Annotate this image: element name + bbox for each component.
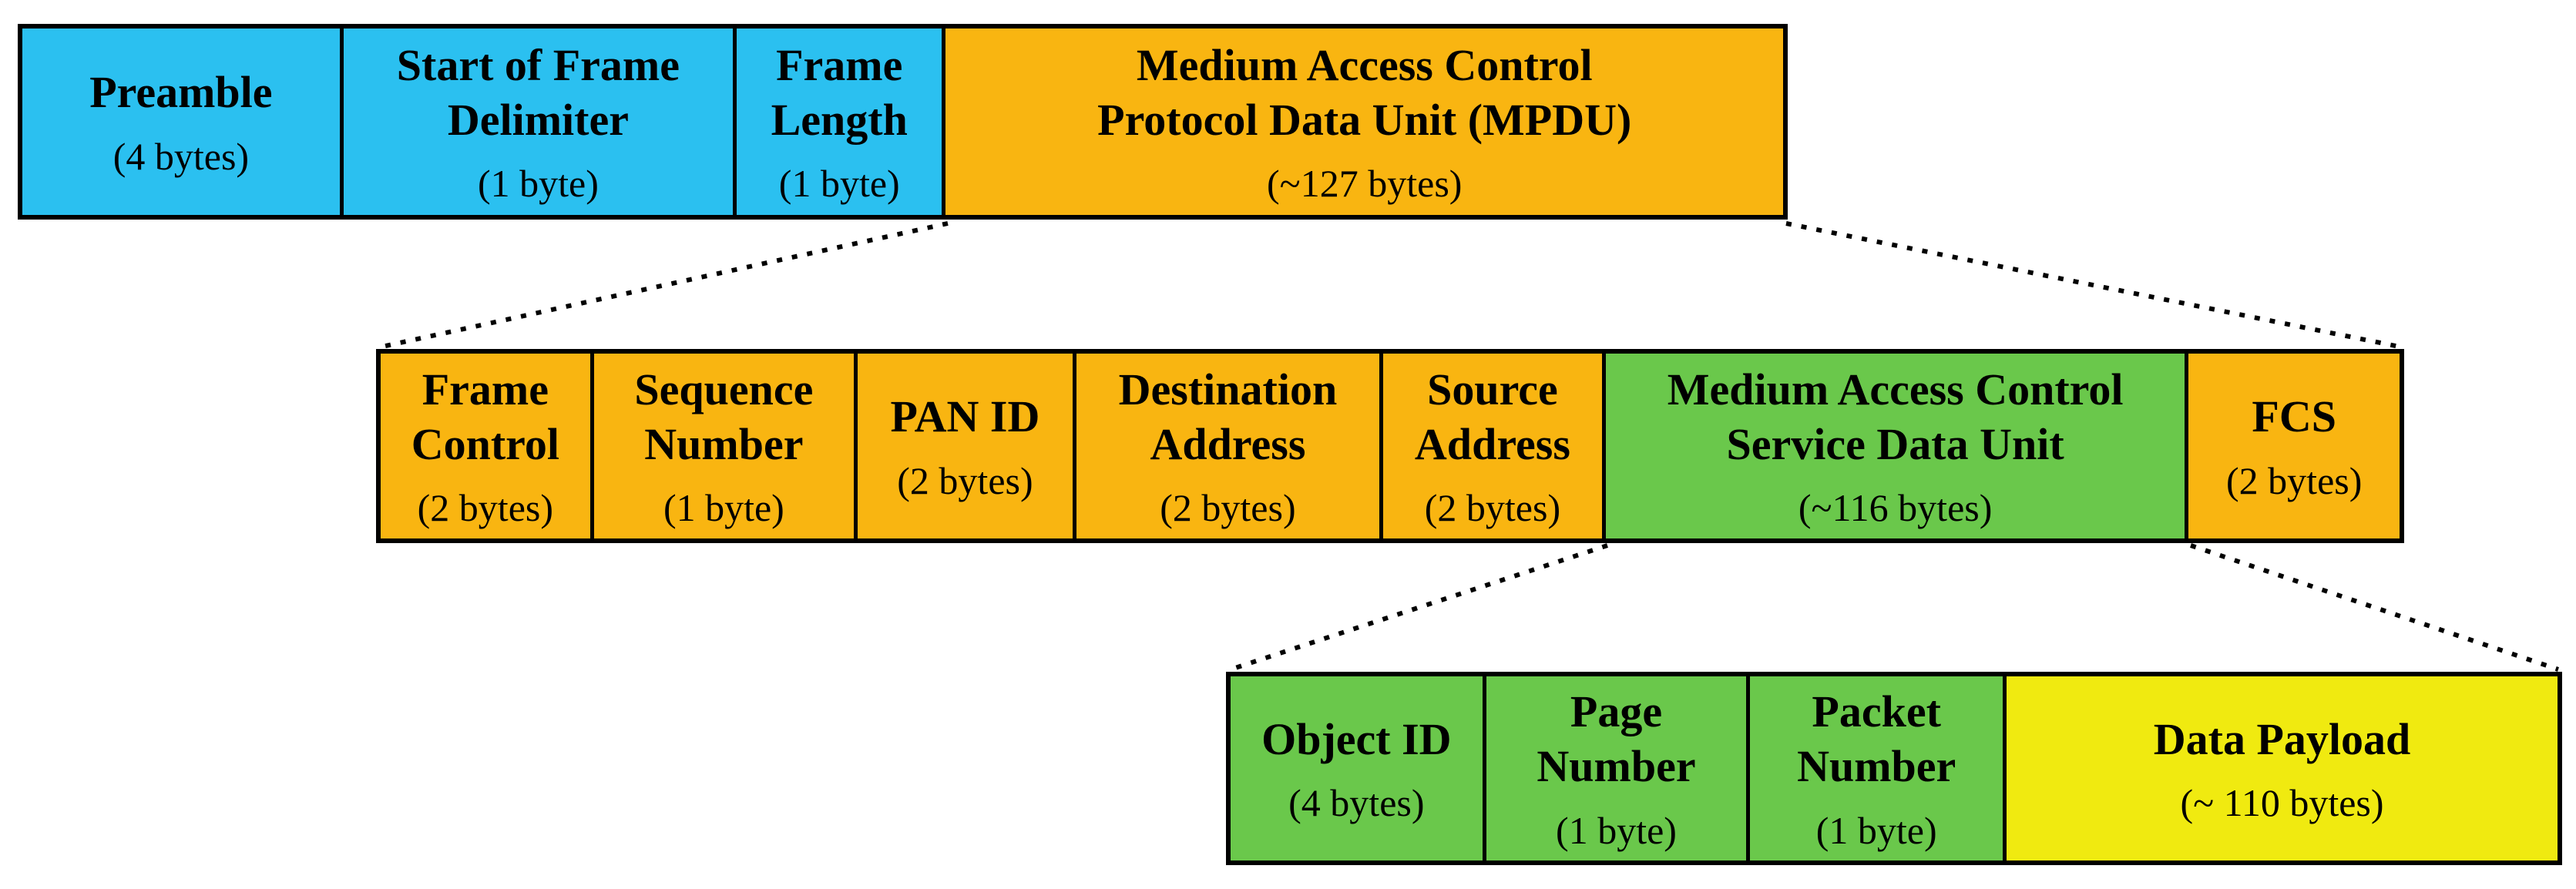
field-label: Destination Address: [1118, 364, 1338, 469]
field-label: Preamble: [89, 67, 273, 118]
field-label: Object ID: [1261, 713, 1452, 764]
field-data-payload: Data Payload (~ 110 bytes): [2007, 676, 2558, 860]
field-label: Frame Control: [411, 364, 559, 469]
field-label: PAN ID: [890, 391, 1040, 442]
field-size: (~127 bytes): [1267, 162, 1463, 206]
field-mac-service-data-unit: Medium Access Control Service Data Unit …: [1605, 354, 2189, 538]
mpdu-expand-left-dotted-line: [381, 221, 949, 349]
field-size: (1 byte): [778, 162, 900, 206]
field-label: Medium Access Control Protocol Data Unit…: [1097, 39, 1632, 145]
field-size: (4 bytes): [1288, 781, 1425, 825]
field-preamble: Preamble (4 bytes): [22, 29, 344, 215]
macsdu-expand-right-dotted-line: [2190, 543, 2559, 672]
field-label: Page Number: [1537, 686, 1696, 791]
field-label: Frame Length: [771, 39, 908, 145]
field-label: FCS: [2252, 391, 2336, 442]
field-start-of-frame-delimiter: Start of Frame Delimiter (1 byte): [343, 29, 737, 215]
field-label: Source Address: [1414, 364, 1570, 469]
field-label: Medium Access Control Service Data Unit: [1667, 364, 2124, 469]
field-size: (2 bytes): [2226, 458, 2363, 502]
field-object-id: Object ID (4 bytes): [1231, 676, 1486, 860]
field-size: (1 byte): [1815, 808, 1937, 852]
field-label: Sequence Number: [634, 364, 814, 469]
field-size: (2 bytes): [897, 458, 1033, 502]
row-physical-frame: Preamble (4 bytes) Start of Frame Delimi…: [18, 24, 1788, 220]
field-destination-address: Destination Address (2 bytes): [1076, 354, 1384, 538]
field-pan-id: PAN ID (2 bytes): [858, 354, 1076, 538]
field-size: (4 bytes): [113, 134, 250, 178]
field-label: Start of Frame Delimiter: [396, 39, 680, 145]
field-page-number: Page Number (1 byte): [1486, 676, 1751, 860]
mpdu-expand-right-dotted-line: [1785, 221, 2400, 349]
field-size: (1 byte): [477, 162, 599, 206]
field-label: Data Payload: [2153, 713, 2411, 764]
field-frame-control: Frame Control (2 bytes): [381, 354, 594, 538]
field-size: (~116 bytes): [1798, 486, 1993, 530]
field-size: (2 bytes): [417, 486, 553, 530]
field-size: (1 byte): [663, 486, 784, 530]
field-sequence-number: Sequence Number (1 byte): [593, 354, 858, 538]
field-frame-length: Frame Length (1 byte): [737, 29, 946, 215]
field-size: (1 byte): [1556, 808, 1677, 852]
field-packet-number: Packet Number (1 byte): [1750, 676, 2007, 860]
field-mpdu: Medium Access Control Protocol Data Unit…: [945, 29, 1783, 215]
field-size: (~ 110 bytes): [2180, 781, 2384, 825]
row-mpdu-fields: Frame Control (2 bytes) Sequence Number …: [376, 349, 2404, 543]
macsdu-expand-left-dotted-line: [1230, 543, 1608, 672]
field-fcs: FCS (2 bytes): [2188, 354, 2400, 538]
field-size: (2 bytes): [1160, 486, 1296, 530]
row-mac-sdu-fields: Object ID (4 bytes) Page Number (1 byte)…: [1226, 672, 2562, 865]
field-source-address: Source Address (2 bytes): [1383, 354, 1606, 538]
field-label: Packet Number: [1797, 686, 1956, 791]
field-size: (2 bytes): [1424, 486, 1561, 530]
